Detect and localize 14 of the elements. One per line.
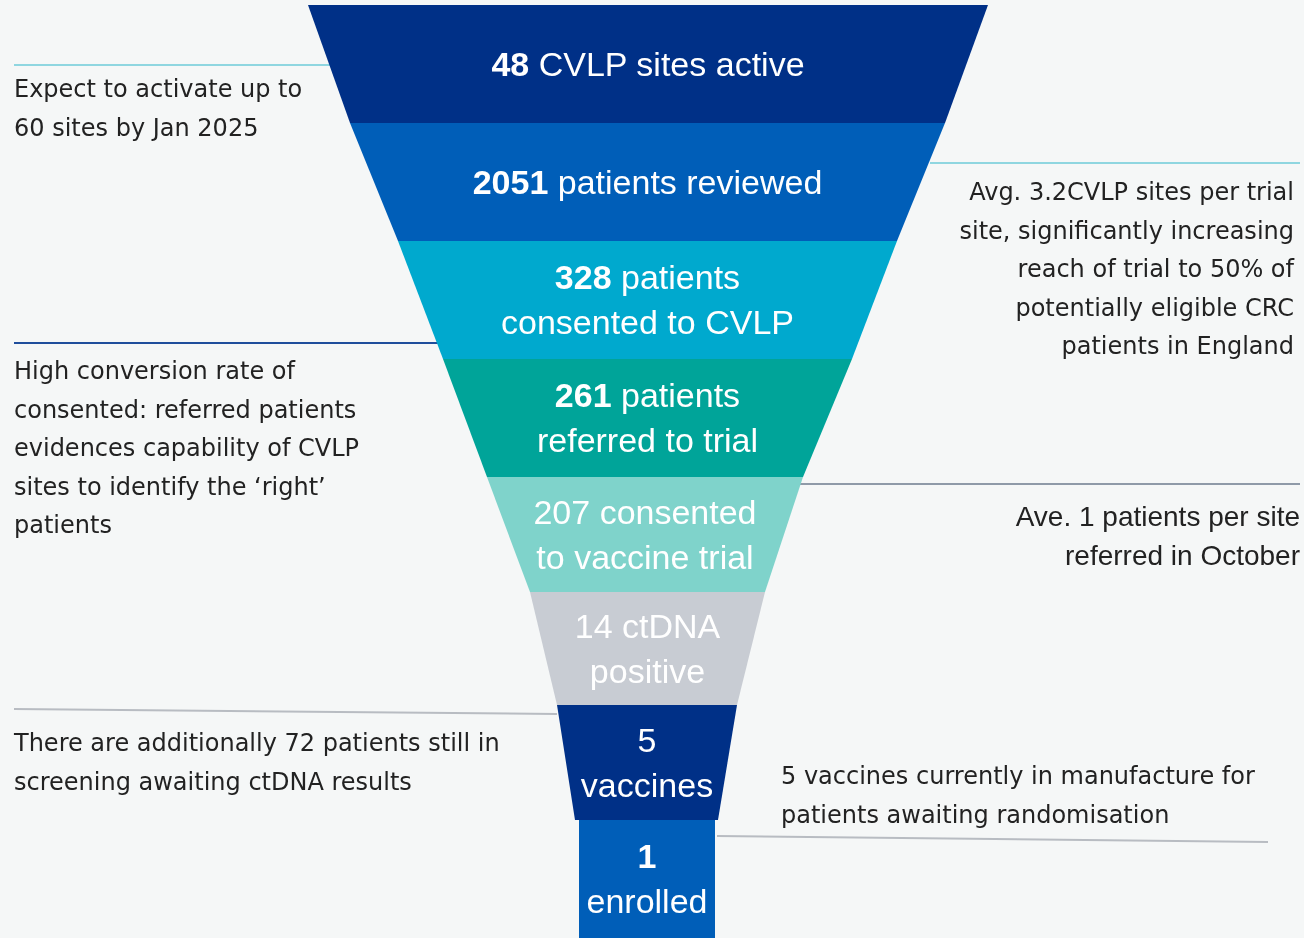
annotation-text: 5 vaccines currently in manufacture for patients awaiting randomisation xyxy=(781,761,1256,831)
stage-label: 1 enrolled xyxy=(585,836,709,922)
stage-label: 207 consented to vaccine trial xyxy=(532,491,758,578)
annotation-text: Expect to activate up to 60 sites by Jan 2025 xyxy=(14,74,304,144)
funnel-stage xyxy=(579,820,715,938)
stage-label: 261 patients referred to trial xyxy=(535,375,760,461)
annotation-text: Avg. 3.2CVLP sites per trial site, significantly increasing reach of trial to 50% of potentially eligible CRC patients in England xyxy=(958,177,1294,362)
annotation-text: Ave. 1 patients per site referred in October xyxy=(1014,500,1300,573)
stage-label: 48 CVLP sites active xyxy=(490,43,806,85)
annotation-text: There are additionally 72 patients still in screening awaiting ctDNA results xyxy=(14,728,501,798)
annotation-text: High conversion rate of consented: referred patients evidences capability of CVLP sites to identify the ‘right’ patients xyxy=(14,356,361,541)
stage-label: 328 patients consented to CVLP xyxy=(500,257,795,343)
stage-label: 5 vaccines xyxy=(579,719,715,806)
stage-label: 2051 patients reviewed xyxy=(471,161,824,203)
